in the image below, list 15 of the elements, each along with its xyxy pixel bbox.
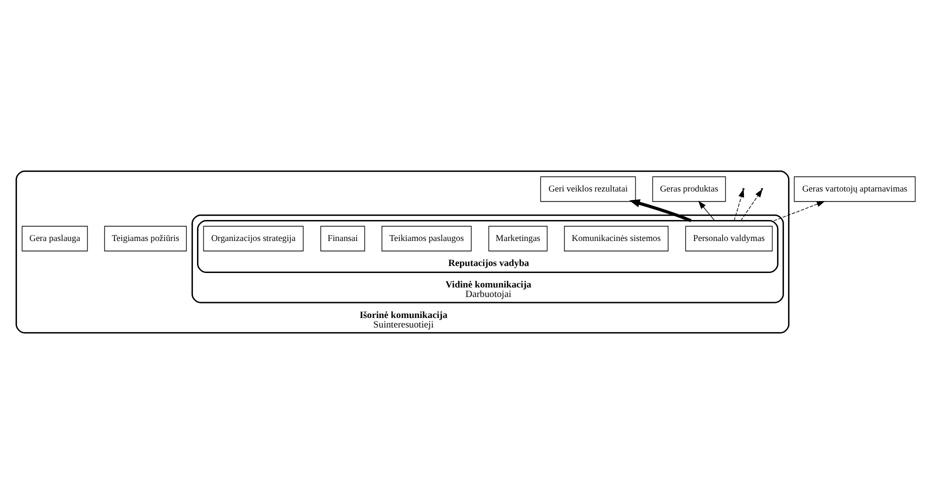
node-box: Gera paslauga: [22, 226, 88, 252]
node-box: Teikiamos paslaugos: [382, 226, 472, 252]
node-box: Finansai: [320, 226, 366, 252]
node-box: Geras produktas: [652, 176, 726, 202]
node-box: Teigiamas požiūris: [104, 226, 187, 252]
node-box: Personalo valdymas: [685, 226, 773, 252]
arrow: [698, 200, 716, 222]
arrow: [629, 199, 692, 222]
node-box: Komunikacinės sistemos: [564, 226, 668, 252]
node-box: Geri veiklos rezultatai: [540, 176, 636, 202]
arrow: [774, 201, 826, 222]
node-box: Geras vartotojų aptarnavimas: [794, 176, 916, 202]
node-box: Organizacijos strategija: [203, 226, 304, 252]
node-box: Marketingas: [488, 226, 548, 252]
arrow: [734, 188, 744, 222]
